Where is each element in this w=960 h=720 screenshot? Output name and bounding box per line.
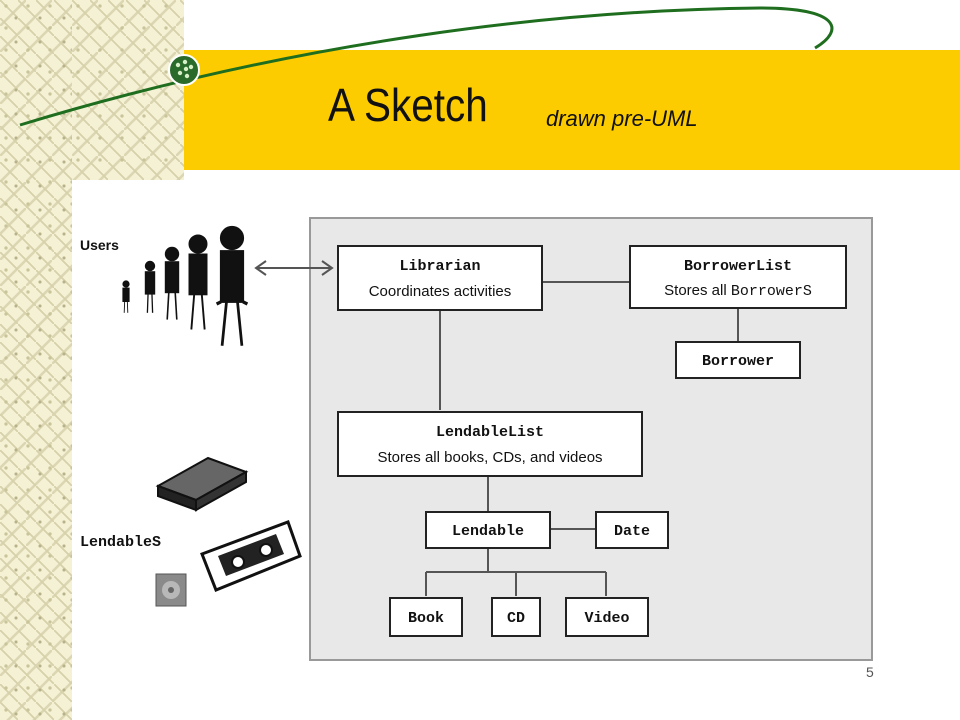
- node-lendable-list-name: LendableList: [436, 424, 544, 441]
- node-librarian: Librarian Coordinates activities: [337, 245, 543, 311]
- title-bar: [184, 50, 960, 170]
- node-lendable-list: LendableList Stores all books, CDs, and …: [337, 411, 643, 477]
- cd-thumbnail-icon: [155, 573, 187, 607]
- node-lendable-name: Lendable: [452, 523, 524, 540]
- node-book: Book: [389, 597, 463, 637]
- decorative-swoosh: [19, 6, 834, 127]
- lendables-label: LendableS: [80, 534, 161, 551]
- library-diagram: Librarian Coordinates activities Borrowe…: [80, 217, 873, 661]
- node-date-name: Date: [614, 523, 650, 540]
- page-number: 5: [866, 664, 874, 680]
- book-stack-icon: [155, 456, 249, 512]
- users-label: Users: [80, 237, 119, 253]
- users-librarian-arrow: [254, 260, 334, 276]
- slide-subtitle: drawn pre-UML: [546, 106, 698, 131]
- videotape-icon: [200, 520, 302, 592]
- node-cd: CD: [491, 597, 541, 637]
- node-date: Date: [595, 511, 669, 549]
- node-borrower-name: Borrower: [702, 353, 774, 370]
- node-cd-name: CD: [507, 610, 525, 627]
- node-borrower-list: BorrowerList Stores all BorrowerS: [629, 245, 847, 309]
- node-librarian-name: Librarian: [399, 258, 480, 275]
- node-video-name: Video: [584, 610, 629, 627]
- node-borrower-list-name: BorrowerList: [684, 258, 792, 275]
- background-pattern-top: [72, 0, 184, 180]
- node-book-name: Book: [408, 610, 444, 627]
- node-lendable: Lendable: [425, 511, 551, 549]
- slide-title: A Sketch: [328, 79, 488, 131]
- node-video: Video: [565, 597, 649, 637]
- node-borrower-list-desc: Stores all BorrowerS: [664, 282, 812, 300]
- node-lendable-list-desc: Stores all books, CDs, and videos: [377, 449, 602, 466]
- globe-icon: [168, 54, 200, 86]
- users-figures-icon: [122, 225, 249, 346]
- node-borrower: Borrower: [675, 341, 801, 379]
- node-librarian-desc: Coordinates activities: [369, 283, 512, 300]
